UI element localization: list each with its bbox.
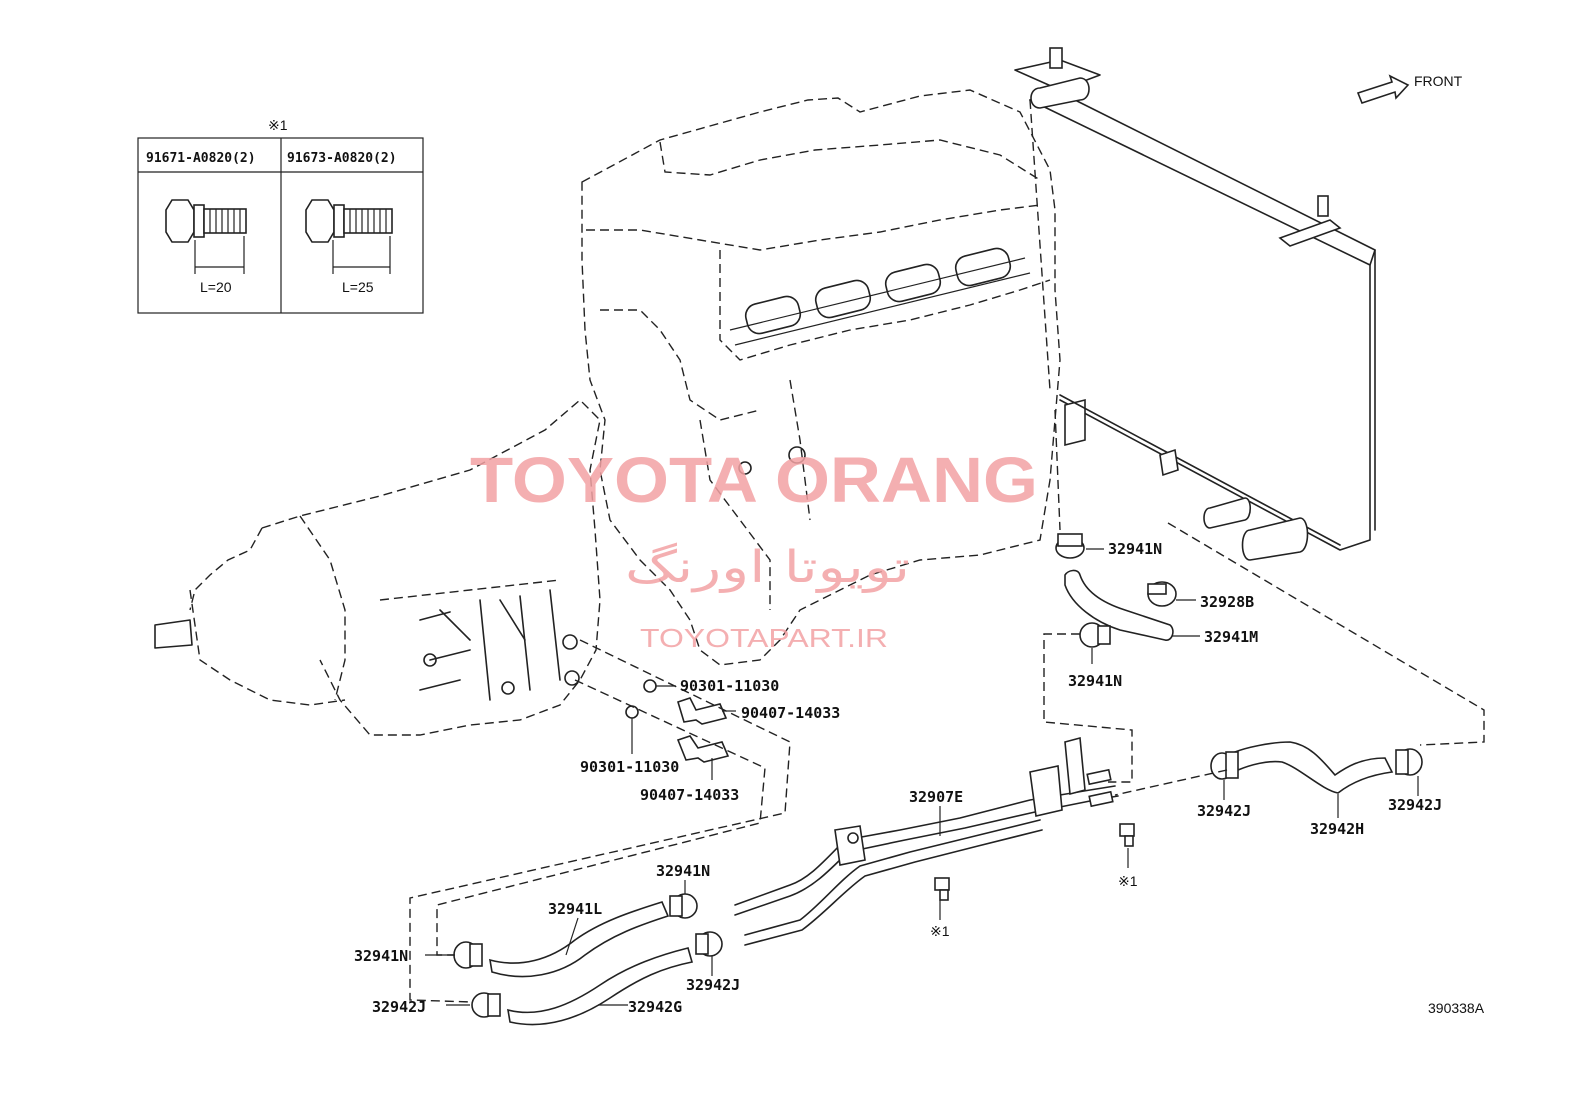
watermark-subtitle: تویوتا اورنگ — [625, 542, 910, 593]
hose-clamp-icon — [669, 893, 698, 919]
bolt-icon — [934, 877, 950, 901]
part-label-90407-14033: 90407-14033 — [640, 786, 739, 804]
watermark-title: TOYOTA ORANG — [470, 444, 1038, 516]
hose-clamp-icon — [1395, 748, 1423, 776]
bolt-icon — [1119, 823, 1135, 847]
part-label-32942H: 32942H — [1310, 820, 1364, 838]
part-labels: 32941N 32928B 32941M 32941N 90301-11030 … — [354, 540, 1485, 1016]
part-label-90301-11030: 90301-11030 — [680, 677, 779, 695]
leader-lines — [425, 548, 1419, 1006]
union-fitting-icon — [677, 697, 728, 725]
hose-clamp-icon — [1210, 751, 1239, 780]
bolt-part-number-2: 91673-A0820(2) — [287, 151, 397, 166]
part-label-32942J: 32942J — [1388, 796, 1442, 814]
bolt-part-number-1: 91671-A0820(2) — [146, 151, 256, 166]
watermark: TOYOTA ORANG تویوتا اورنگ TOYOTAPART.IR — [470, 444, 1038, 653]
clamps — [453, 533, 1423, 1018]
figure-number: 390338A — [1428, 1000, 1485, 1016]
table-header-marker: ※1 — [268, 117, 288, 133]
front-label: FRONT — [1414, 73, 1463, 89]
part-label-32942J: 32942J — [686, 976, 740, 994]
gasket-icon — [643, 679, 657, 693]
part-label-32941L: 32941L — [548, 900, 602, 918]
bolt-length-1: L=20 — [200, 279, 232, 295]
bolt-table: ※1 91671-A0820(2) 91673-A0820(2) L=20 L=… — [137, 117, 424, 314]
radiator — [1014, 47, 1376, 561]
hose-clamp-icon — [1055, 533, 1085, 559]
bolt-note-marker: ※1 — [930, 923, 950, 939]
front-arrow-icon — [1356, 74, 1410, 104]
watermark-site: TOYOTAPART.IR — [640, 623, 888, 653]
part-label-90407-14033: 90407-14033 — [741, 704, 840, 722]
part-label-32941N: 32941N — [656, 862, 710, 880]
union-fitting-icon — [676, 735, 730, 763]
hose-clamp-icon — [695, 931, 723, 957]
part-label-32942G: 32942G — [628, 998, 682, 1016]
part-label-90301-11030: 90301-11030 — [580, 758, 679, 776]
transmission-outline — [154, 399, 601, 736]
part-label-32941N: 32941N — [354, 947, 408, 965]
part-label-32941M: 32941M — [1204, 628, 1258, 646]
bolt-length-2: L=25 — [342, 279, 374, 295]
part-label-32942J: 32942J — [372, 998, 426, 1016]
part-label-32941N: 32941N — [1068, 672, 1122, 690]
gasket-icon — [625, 705, 639, 719]
engine-outline — [581, 89, 1061, 666]
hose-clamp-icon — [471, 992, 501, 1018]
part-label-32942J: 32942J — [1197, 802, 1251, 820]
hoses — [489, 569, 1394, 1026]
part-label-32941N: 32941N — [1108, 540, 1162, 558]
hose-clamp-icon — [453, 941, 483, 969]
flange-bolt-icon — [305, 199, 393, 274]
flange-bolt-icon — [165, 199, 247, 274]
part-label-32928B: 32928B — [1200, 593, 1254, 611]
bolt-note-marker: ※1 — [1118, 873, 1138, 889]
hose-clamp-icon — [1079, 622, 1111, 648]
hose-clamp-icon — [1147, 581, 1177, 607]
part-label-32907E: 32907E — [909, 788, 963, 806]
